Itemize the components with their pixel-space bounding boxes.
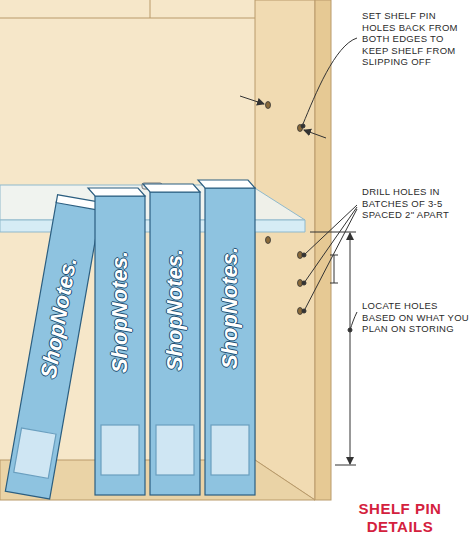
cabinet bbox=[0, 0, 331, 500]
callout-note: DRILL HOLES IN BATCHES OF 3-5 SPACED 2" … bbox=[362, 186, 470, 221]
book-spine-title: ShopNotes. bbox=[217, 247, 243, 369]
diagram-title: SHELF PIN DETAILS bbox=[345, 500, 455, 536]
book-spine-title: ShopNotes. bbox=[162, 249, 188, 371]
book-spine-title: ShopNotes. bbox=[107, 251, 133, 373]
dimension-lines bbox=[310, 232, 356, 465]
callout-note: SET SHELF PIN HOLES BACK FROM BOTH EDGES… bbox=[362, 10, 470, 68]
leader-lines bbox=[240, 38, 357, 332]
books bbox=[5, 180, 255, 499]
callout-note: LOCATE HOLES BASED ON WHAT YOU PLAN ON S… bbox=[362, 300, 470, 335]
